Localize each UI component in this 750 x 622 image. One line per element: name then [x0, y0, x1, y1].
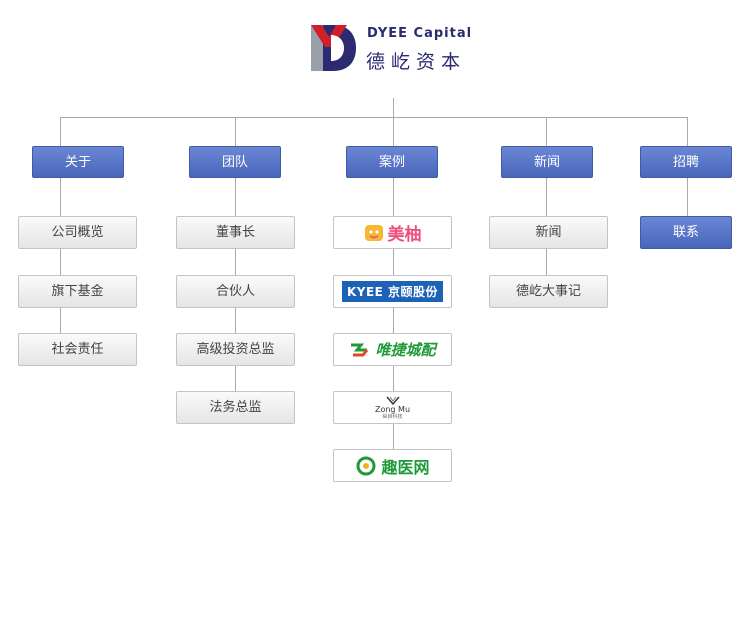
- col-line-cases: [393, 178, 394, 451]
- node-funds[interactable]: 旗下基金: [18, 275, 137, 308]
- header-jobs[interactable]: 招聘: [640, 146, 732, 178]
- quyiwang-logo-icon: [356, 456, 376, 475]
- case-weijie-text: 唯捷城配: [375, 341, 436, 359]
- meiyou-logo-icon: [364, 224, 383, 241]
- node-partners[interactable]: 合伙人: [176, 275, 295, 308]
- header-cases[interactable]: 案例: [346, 146, 438, 178]
- node-news[interactable]: 新闻: [489, 216, 608, 249]
- case-kyee[interactable]: KYEE 京颐股份: [333, 275, 452, 308]
- header-news[interactable]: 新闻: [501, 146, 593, 178]
- tree-trunk: [393, 98, 394, 118]
- tree-top-bar: [60, 117, 688, 118]
- kyee-logo-icon: KYEE 京颐股份: [341, 281, 444, 302]
- case-meiyou-text: 美柚: [387, 225, 422, 245]
- case-quyiwang[interactable]: 趣医网: [333, 449, 452, 482]
- node-senior-director[interactable]: 高级投资总监: [176, 333, 295, 366]
- tree-drop-cases: [393, 117, 394, 146]
- dyee-logo-icon: [309, 23, 357, 73]
- header-team[interactable]: 团队: [189, 146, 281, 178]
- brand-logo: DYEE Capital 德屹资本: [309, 23, 479, 75]
- tree-drop-team: [235, 117, 236, 146]
- col-line-about: [60, 178, 61, 335]
- weijie-logo-icon: [351, 343, 369, 356]
- brand-name-en: DYEE Capital: [367, 26, 473, 41]
- node-social-responsibility[interactable]: 社会责任: [18, 333, 137, 366]
- brand-name-cn: 德屹资本: [366, 51, 467, 73]
- case-zongmu-sub: 纵目科技: [382, 413, 403, 420]
- node-legal-director[interactable]: 法务总监: [176, 391, 295, 424]
- node-chairman[interactable]: 董事长: [176, 216, 295, 249]
- case-quyiwang-text: 趣医网: [381, 457, 430, 477]
- case-zongmu[interactable]: Zong Mu 纵目科技: [333, 391, 452, 424]
- header-about[interactable]: 关于: [32, 146, 124, 178]
- node-contact[interactable]: 联系: [640, 216, 732, 249]
- tree-drop-jobs: [687, 117, 688, 146]
- tree-drop-about: [60, 117, 61, 146]
- col-line-jobs: [687, 178, 688, 218]
- tree-drop-news: [546, 117, 547, 146]
- case-zongmu-text: Zong Mu: [374, 404, 411, 414]
- node-milestones[interactable]: 德屹大事记: [489, 275, 608, 308]
- case-weijie[interactable]: 唯捷城配: [333, 333, 452, 366]
- zongmu-logo-icon: [385, 396, 400, 405]
- case-meiyou[interactable]: 美柚: [333, 216, 452, 249]
- node-company-overview[interactable]: 公司概览: [18, 216, 137, 249]
